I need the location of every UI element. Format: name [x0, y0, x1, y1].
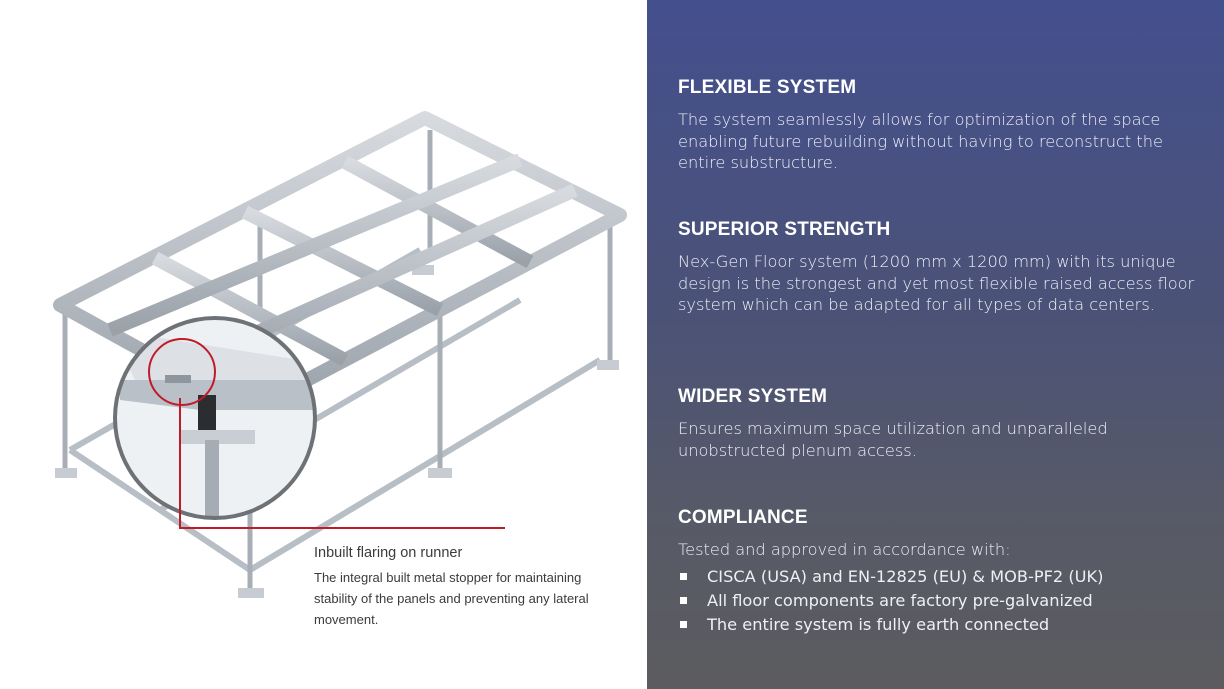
section-superior-strength: SUPERIOR STRENGTH Nex-Gen Floor system (…: [678, 219, 1198, 316]
section-heading: WIDER SYSTEM: [678, 386, 828, 407]
illustration-panel: Inbuilt flaring on runner The integral b…: [53, 111, 627, 630]
section-text: Tested and approved in accordance with:: [678, 540, 1011, 559]
section-text: Ensures maximum space utilization and un…: [678, 419, 1108, 460]
callout-caption: Inbuilt flaring on runner The integral b…: [314, 545, 614, 630]
section-compliance: COMPLIANCE Tested and approved in accord…: [678, 507, 1198, 637]
list-item: All floor components are factory pre-gal…: [678, 589, 1198, 613]
section-wider-system: WIDER SYSTEM Ensures maximum space utili…: [678, 386, 1198, 461]
section-text: The system seamlessly allows for optimiz…: [678, 110, 1163, 172]
section-heading: COMPLIANCE: [678, 507, 808, 528]
caption-title: Inbuilt flaring on runner: [314, 545, 463, 561]
caption-description: The integral built metal stopper for mai…: [314, 570, 589, 627]
section-flexible-system: FLEXIBLE SYSTEM The system seamlessly al…: [678, 77, 1198, 174]
compliance-list: CISCA (USA) and EN-12825 (EU) & MOB-PF2 …: [678, 565, 1198, 637]
pedestal-bases: [55, 265, 619, 598]
floor-frame-illustration: [53, 111, 627, 598]
section-heading: SUPERIOR STRENGTH: [678, 219, 891, 240]
list-item: CISCA (USA) and EN-12825 (EU) & MOB-PF2 …: [678, 565, 1198, 589]
section-heading: FLEXIBLE SYSTEM: [678, 77, 857, 98]
detail-magnifier: [113, 316, 505, 529]
list-item: The entire system is fully earth connect…: [678, 613, 1198, 637]
section-text: Nex-Gen Floor system (1200 mm x 1200 mm)…: [678, 252, 1195, 314]
features-panel: FLEXIBLE SYSTEM The system seamlessly al…: [647, 0, 1224, 689]
